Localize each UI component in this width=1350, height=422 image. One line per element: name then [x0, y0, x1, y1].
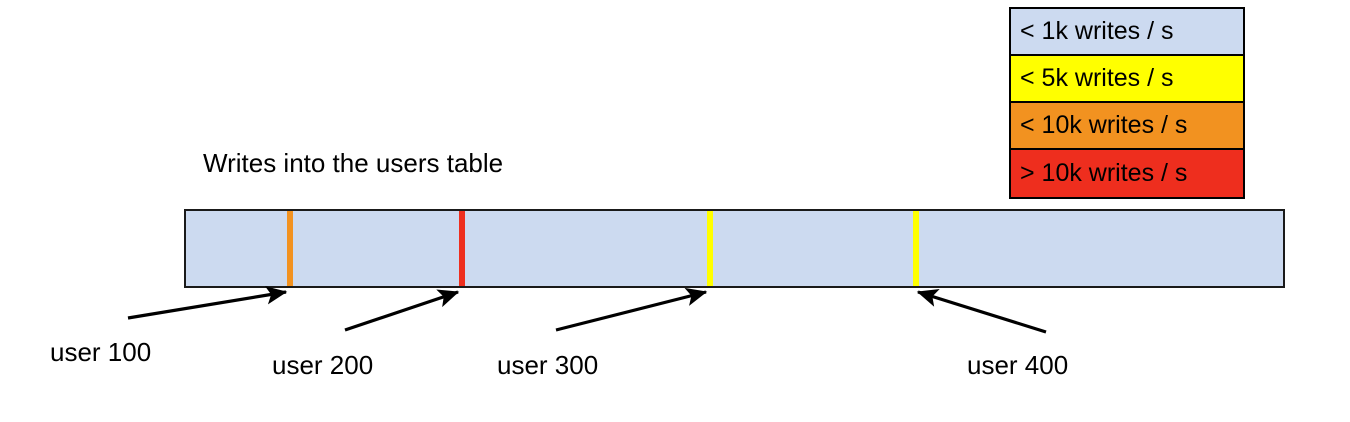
stripe-user-300: [707, 211, 713, 286]
arrow-user-200: [344, 289, 460, 332]
legend-item-label: < 1k writes / s: [1020, 17, 1174, 45]
marker-label-user-300: user 300: [497, 350, 599, 380]
legend-item-label: < 10k writes / s: [1020, 111, 1188, 139]
legend-item-lt-10k: < 10k writes / s: [1011, 103, 1243, 150]
legend-item-lt-5k: < 5k writes / s: [1011, 56, 1243, 103]
legend-item-label: > 10k writes / s: [1020, 159, 1188, 187]
legend-item-label: < 5k writes / s: [1020, 64, 1174, 92]
marker-label-user-200: user 200: [272, 350, 374, 380]
legend-item-lt-1k: < 1k writes / s: [1011, 9, 1243, 56]
stripe-user-200: [459, 211, 465, 286]
arrow-user-100: [127, 286, 288, 320]
marker-label-user-400: user 400: [967, 350, 1069, 380]
arrow-user-300: [555, 287, 708, 332]
stripe-user-100: [287, 211, 293, 286]
write-rate-legend: < 1k writes / s < 5k writes / s < 10k wr…: [1009, 7, 1245, 199]
arrow-user-400: [916, 289, 1047, 334]
chart-title: Writes into the users table: [203, 148, 504, 178]
stripe-user-400: [913, 211, 919, 286]
legend-item-gt-10k: > 10k writes / s: [1011, 150, 1243, 197]
marker-label-user-100: user 100: [50, 337, 152, 367]
users-table-bar: [184, 209, 1285, 288]
